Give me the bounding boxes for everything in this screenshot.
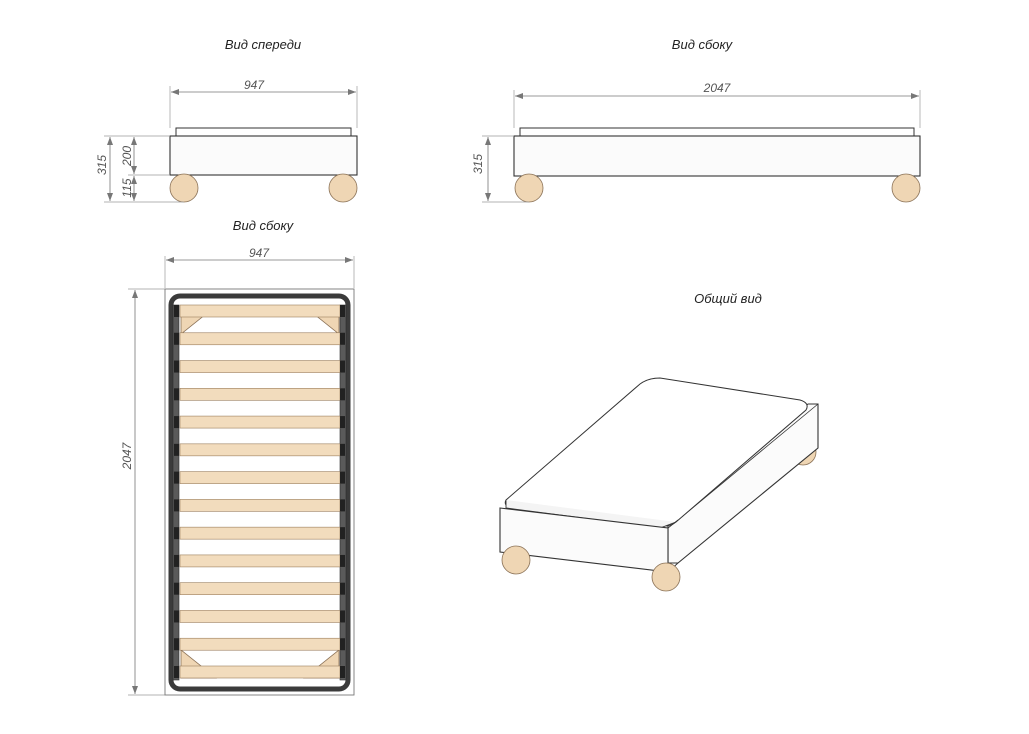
slat-holder [174, 360, 179, 373]
slat-holder [174, 416, 179, 429]
slat-holder [174, 471, 179, 484]
slat [179, 610, 341, 623]
iso-front-right-leg [651, 562, 681, 592]
front-frame-height-label: 200 [120, 146, 134, 167]
top-length-label: 2047 [120, 441, 134, 470]
slat-holder [174, 305, 179, 317]
slat [179, 499, 341, 512]
slat [179, 554, 341, 568]
front-total-height-label: 315 [95, 155, 109, 175]
side-left-leg [514, 173, 544, 203]
slat-holder [174, 582, 179, 595]
slat [179, 582, 341, 595]
top-outer-frame [164, 288, 355, 696]
slat [179, 304, 341, 318]
side-frame [513, 135, 921, 177]
iso-view-title: Общий вид [694, 291, 762, 306]
side-view-title: Вид сбоку [672, 37, 734, 52]
slat-holder [340, 388, 345, 401]
side-length-label: 2047 [703, 81, 732, 95]
slat-holder [340, 471, 345, 484]
slat [179, 388, 341, 401]
slat-holder [340, 554, 345, 567]
front-left-leg [169, 173, 199, 203]
slat-holder [174, 332, 179, 345]
slat-holder [174, 443, 179, 456]
slat-holder [340, 332, 345, 345]
top-width-label: 947 [249, 246, 270, 260]
slat [179, 332, 341, 346]
front-right-leg [328, 173, 358, 203]
iso-view: Общий вид [499, 291, 819, 592]
slat [179, 415, 341, 429]
front-view-title: Вид спереди [225, 37, 301, 52]
slat-holder [340, 416, 345, 429]
slat-holder [174, 610, 179, 623]
side-view: Вид сбоку 2047 315 [471, 37, 921, 203]
slat-holder [340, 443, 345, 456]
front-frame [169, 135, 358, 176]
slat-holder [174, 638, 179, 651]
slat [179, 665, 341, 679]
slat-holder [340, 499, 345, 512]
slat-holder [340, 610, 345, 623]
slat-holder [340, 582, 345, 595]
slat-holder [340, 305, 345, 317]
slat-holder [174, 499, 179, 512]
slat-holder [340, 638, 345, 651]
slat [179, 637, 341, 651]
top-slats [174, 304, 345, 679]
front-width-label: 947 [244, 78, 265, 92]
top-inner-frame [168, 293, 351, 692]
slat [179, 360, 341, 373]
top-view-title: Вид сбоку [233, 218, 295, 233]
slat-holder [340, 527, 345, 540]
slat-holder [174, 666, 179, 678]
slat-holder [340, 666, 345, 678]
side-height-label: 315 [471, 154, 485, 174]
side-right-leg [891, 173, 921, 203]
front-view: Вид спереди 947 315 200 115 [95, 37, 358, 203]
slat-holder [340, 360, 345, 373]
slat-holder [174, 388, 179, 401]
top-view: Вид сбоку 947 2047 [120, 218, 355, 696]
front-leg-height-label: 115 [120, 178, 134, 197]
slat-holder [174, 554, 179, 567]
slat-holder [174, 527, 179, 540]
slat [179, 443, 341, 457]
slat [179, 471, 341, 484]
slat [179, 526, 341, 540]
iso-front-left-leg [501, 545, 531, 575]
